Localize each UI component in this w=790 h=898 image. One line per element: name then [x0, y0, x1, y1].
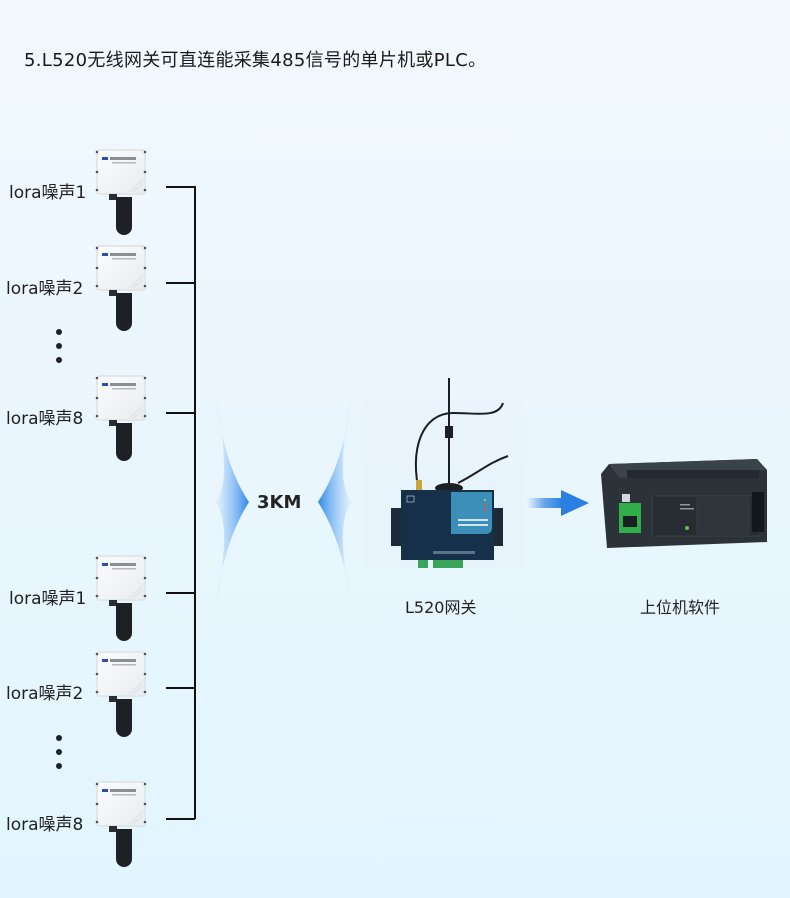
noise-sensor-icon — [95, 650, 147, 742]
ellipsis-dot — [56, 357, 62, 363]
noise-sensor-icon — [95, 244, 147, 336]
sensor-label: lora噪声8 — [6, 409, 84, 429]
gateway-caption: L520网关 — [405, 598, 477, 617]
bus-line — [194, 592, 196, 819]
connector-line — [166, 818, 195, 820]
ellipsis-dot — [56, 329, 62, 335]
ellipsis-dot — [56, 343, 62, 349]
sensor-label: lora噪声2 — [6, 684, 84, 704]
sensor-label: lora噪声8 — [6, 815, 84, 835]
ellipsis-dot — [56, 763, 62, 769]
connector-line — [166, 412, 195, 414]
connector-line — [166, 186, 195, 188]
noise-sensor-icon — [95, 148, 147, 240]
sensor-label: lora噪声1 — [9, 183, 87, 203]
arrow-right-icon — [527, 490, 589, 516]
sensor-label: lora噪声2 — [6, 279, 84, 299]
noise-sensor-icon — [95, 780, 147, 872]
connector-line — [166, 687, 195, 689]
plc-controller-icon — [601, 459, 767, 548]
signal-wave-icon — [210, 360, 249, 645]
noise-sensor-icon — [95, 554, 147, 646]
distance-label: 3KM — [257, 492, 302, 513]
lora-gateway-icon — [363, 378, 523, 568]
ellipsis-dot — [56, 749, 62, 755]
noise-sensor-icon — [95, 374, 147, 466]
plc-caption: 上位机软件 — [640, 598, 721, 617]
signal-wave-icon — [318, 360, 357, 645]
sensor-label: lora噪声1 — [9, 589, 87, 609]
ellipsis-dot — [56, 735, 62, 741]
page-title: 5.L520无线网关可直连能采集485信号的单片机或PLC。 — [24, 50, 487, 71]
connector-line — [166, 282, 195, 284]
bus-line — [194, 186, 196, 631]
connector-line — [166, 592, 195, 594]
